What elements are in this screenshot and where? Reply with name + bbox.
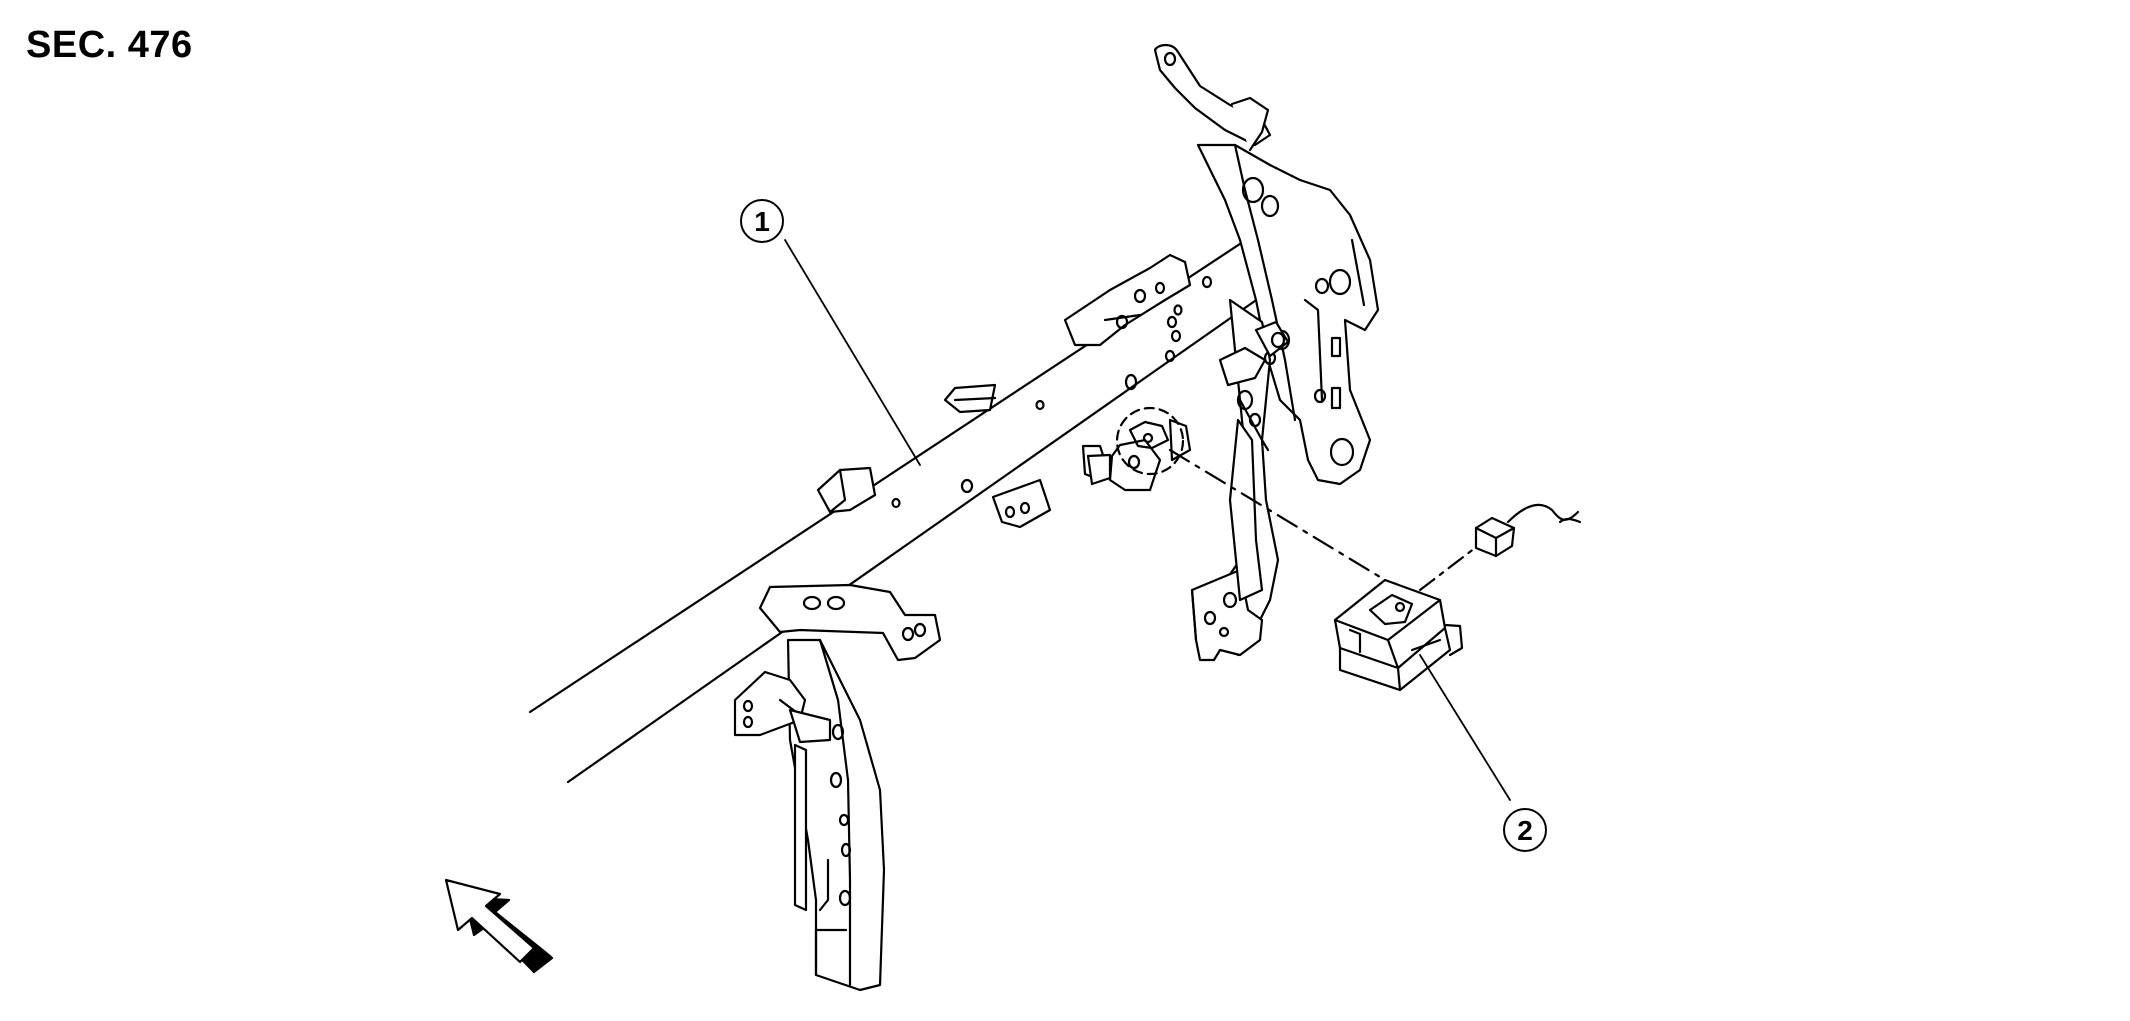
steering-member-tube [528, 222, 1299, 784]
module-part-2 [1333, 578, 1464, 692]
callout-1: 1 [740, 199, 784, 243]
callout-leaders [784, 239, 1511, 801]
section-label: SEC. 476 [26, 24, 193, 66]
callout-2-label: 2 [1517, 815, 1533, 846]
right-bracket-assembly [1108, 43, 1380, 662]
middle-brackets [816, 253, 1192, 529]
dashed-detail-circle-icon [1115, 406, 1185, 476]
callout-2: 2 [1503, 808, 1547, 852]
callout-1-label: 1 [754, 206, 770, 237]
connector-plug [1474, 503, 1582, 558]
front-direction-arrow-icon [444, 878, 554, 974]
left-bracket-assembly [733, 583, 942, 992]
installation-dashed-line [1168, 448, 1477, 592]
